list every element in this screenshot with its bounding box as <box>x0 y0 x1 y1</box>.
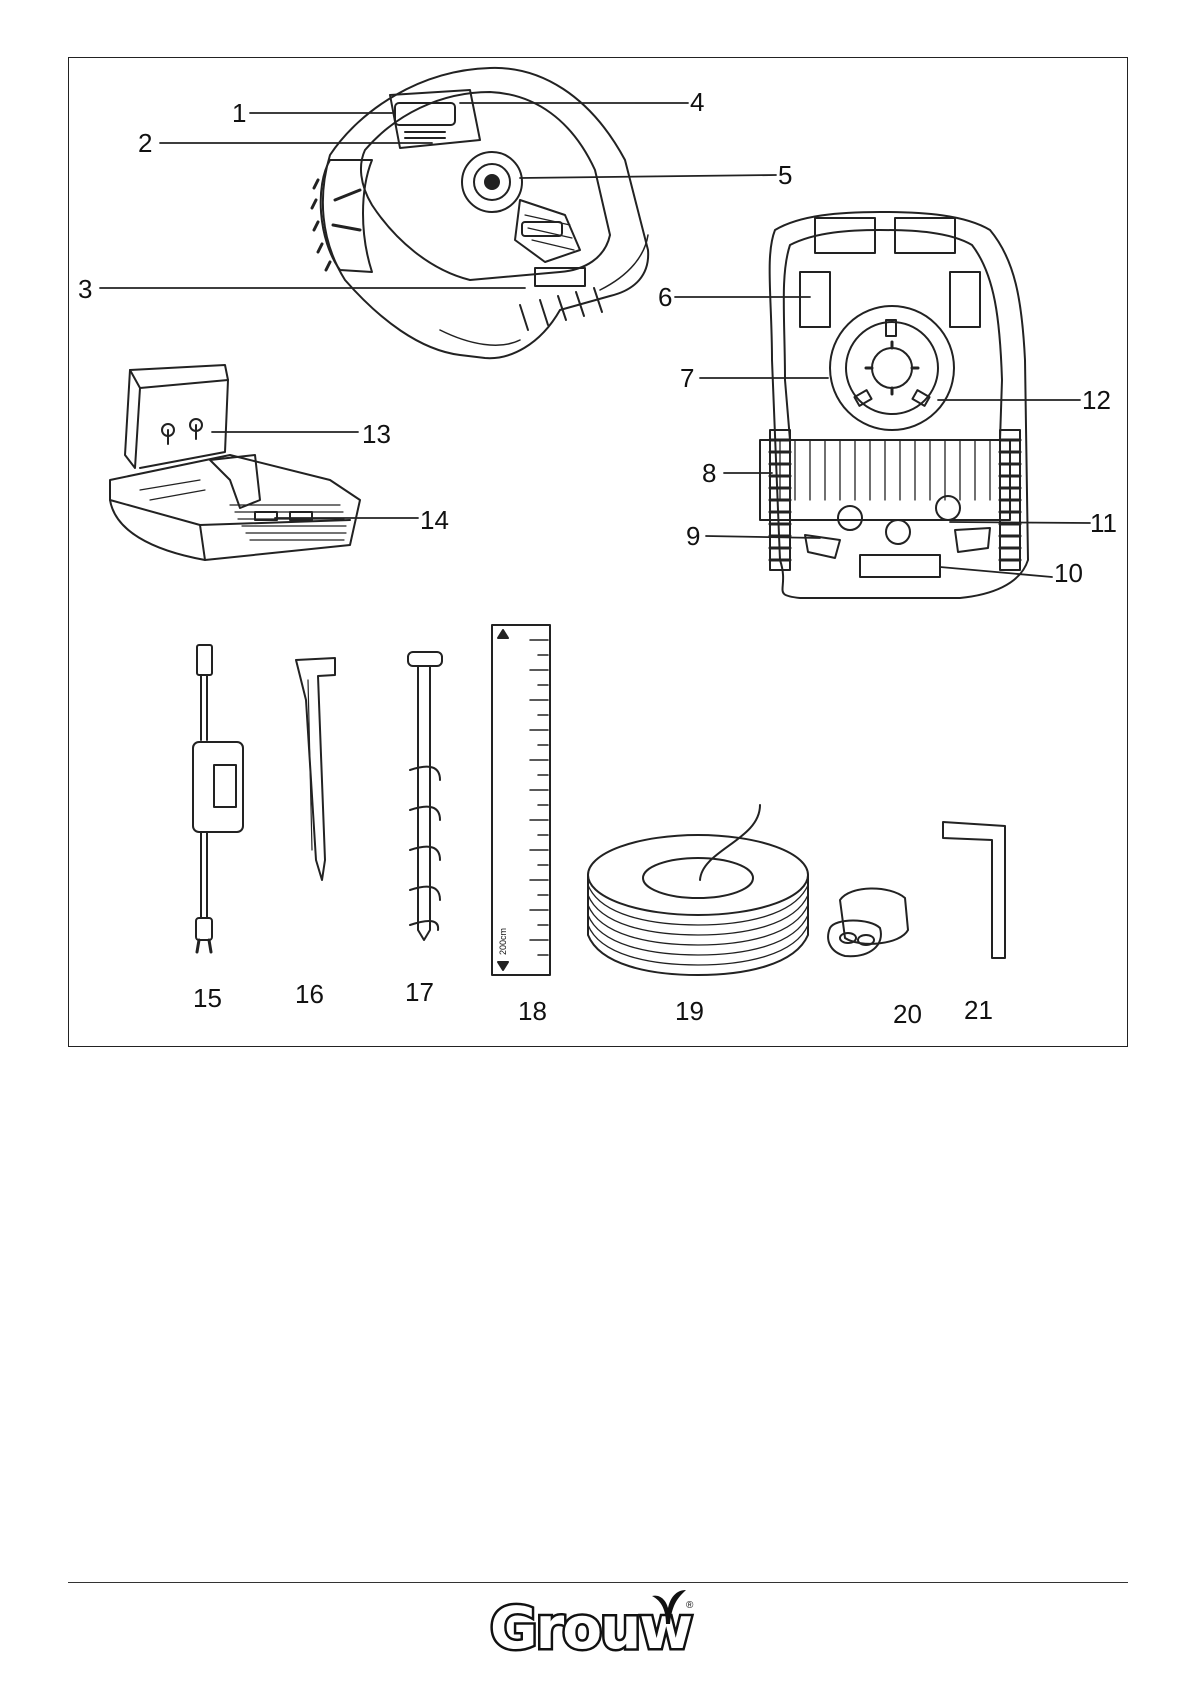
wire-coil-illustration <box>588 805 808 975</box>
label-5: 5 <box>778 160 792 190</box>
label-1: 1 <box>232 98 246 128</box>
power-adapter-illustration <box>193 645 243 952</box>
mower-underside-illustration <box>760 212 1028 598</box>
label-7: 7 <box>680 363 694 393</box>
label-14: 14 <box>420 505 449 535</box>
mower-top-illustration <box>312 68 648 358</box>
label-15: 15 <box>193 983 222 1013</box>
charging-station-illustration <box>110 365 360 560</box>
parts-diagram: 200cm 1 2 3 4 5 <box>0 0 1191 1100</box>
label-20: 20 <box>893 999 922 1029</box>
label-8: 8 <box>702 458 716 488</box>
hex-key-illustration <box>943 822 1005 958</box>
label-18: 18 <box>518 996 547 1026</box>
registered-mark: ® <box>686 1600 693 1611</box>
label-3: 3 <box>78 274 92 304</box>
label-21: 21 <box>964 995 993 1025</box>
label-11: 11 <box>1090 508 1117 538</box>
screw-peg-illustration <box>408 652 442 940</box>
label-2: 2 <box>138 128 152 158</box>
footer-divider <box>68 1582 1128 1583</box>
label-4: 4 <box>690 87 704 117</box>
ruler-marking: 200cm <box>498 928 508 955</box>
ruler-illustration: 200cm <box>492 625 550 975</box>
label-19: 19 <box>675 996 704 1026</box>
peg-illustration <box>296 658 335 880</box>
sprout-icon <box>648 1586 688 1626</box>
label-13: 13 <box>362 419 391 449</box>
label-17: 17 <box>405 977 434 1007</box>
label-16: 16 <box>295 979 324 1009</box>
brand-logo: Grouw ® <box>490 1588 730 1678</box>
label-12: 12 <box>1082 385 1111 415</box>
label-9: 9 <box>686 521 700 551</box>
wire-connector-illustration <box>828 888 908 956</box>
label-6: 6 <box>658 282 672 312</box>
label-10: 10 <box>1054 558 1083 588</box>
